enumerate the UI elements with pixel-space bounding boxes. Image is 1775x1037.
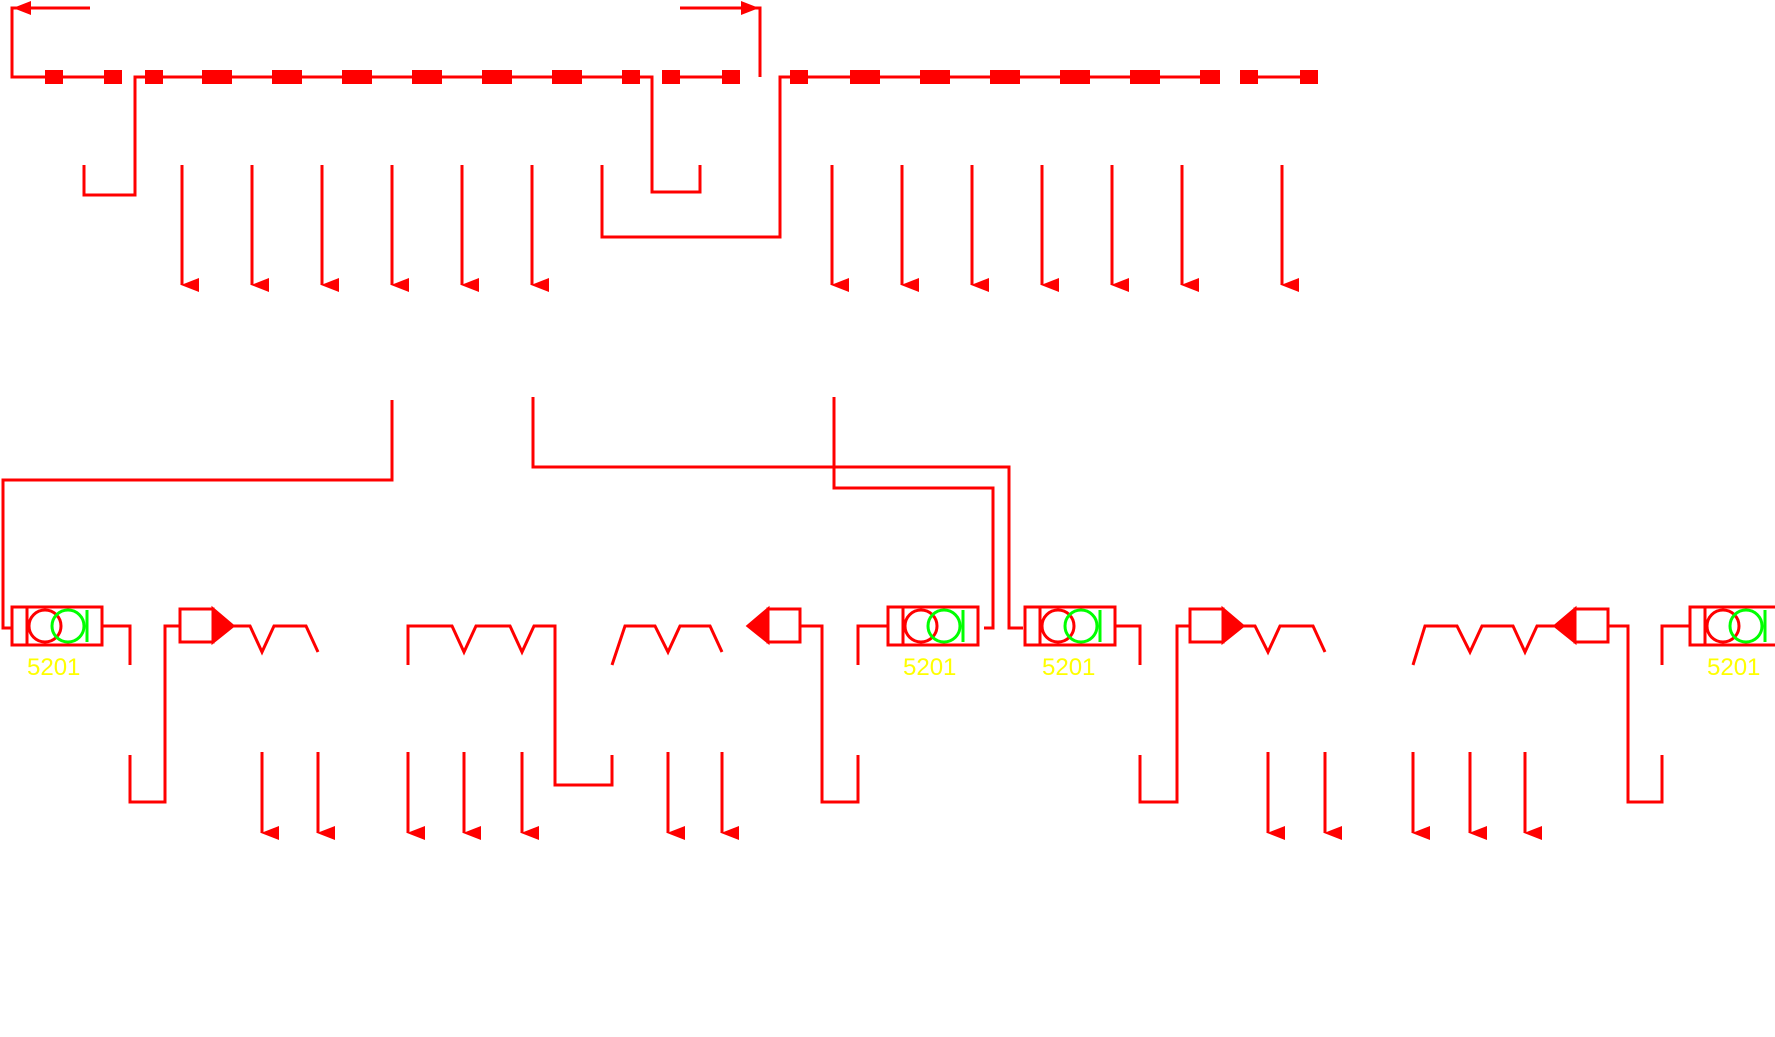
lower-track-6 [800, 624, 860, 804]
lower-track-7 [856, 624, 888, 665]
lower-track-5 [610, 624, 724, 666]
left-direction-arrow [10, 6, 90, 79]
lower-track-8 [1115, 624, 1142, 665]
feeder-link-1 [82, 75, 145, 197]
signal-label: 5201 [1707, 654, 1760, 681]
lower-track-2 [128, 624, 180, 804]
lower-track-3 [233, 624, 320, 656]
lower-track-1 [102, 624, 132, 665]
right-direction-arrow [680, 6, 762, 77]
lower-track-11 [1411, 624, 1560, 666]
lower-track-4 [406, 624, 614, 787]
feeder-link-3 [600, 75, 790, 239]
feeder-link-2 [640, 75, 702, 194]
lower-track-12 [1608, 624, 1664, 804]
lower-track-10 [1240, 624, 1327, 656]
signal-label: 5201 [1042, 654, 1095, 681]
signal-label: 5201 [27, 654, 80, 681]
switch-points [211, 605, 1577, 646]
upper-arrows [180, 165, 1299, 292]
lower-arrows [260, 752, 1542, 840]
link-to-signal-3 [531, 397, 1023, 630]
switch-boxes [178, 607, 1610, 644]
top-busbar-blocks [45, 70, 1318, 84]
signal-label: 5201 [903, 654, 956, 681]
signal-green-lamps [50, 608, 1767, 644]
lower-track-9 [1138, 624, 1190, 804]
link-to-signal-1 [1, 400, 394, 630]
signal-red-lamps [27, 608, 1741, 644]
lower-track-13 [1660, 624, 1690, 665]
link-to-signal-2 [832, 397, 995, 630]
